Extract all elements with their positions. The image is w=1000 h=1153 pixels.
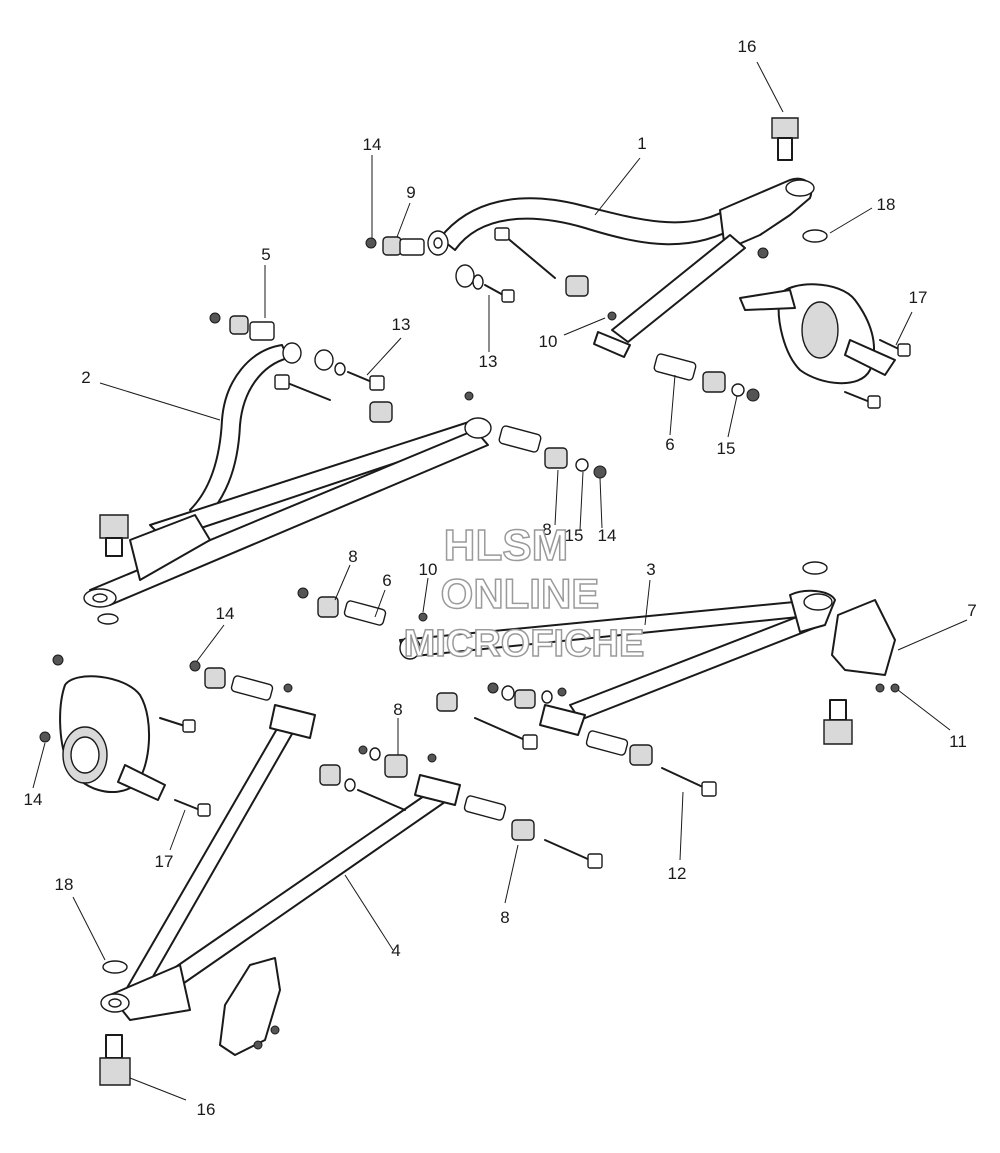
retaining-ring-upper-left [97,613,119,625]
callout-14a: 14 [363,135,382,154]
hardware-group [39,227,911,1050]
watermark-line-1: HLSM [444,521,569,570]
a-arm-lower-right [399,589,836,736]
callout-7: 7 [967,601,976,620]
callout-10b: 10 [419,560,438,579]
callout-13a: 13 [392,315,411,334]
callout-9: 9 [406,183,415,202]
callout-8b: 8 [348,547,357,566]
watermark-line-2: ONLINE [441,570,600,617]
callout-16a: 16 [738,37,757,56]
callout-16b: 16 [197,1100,216,1119]
retaining-ring-left [102,960,128,974]
callout-5: 5 [261,245,270,264]
a-arm-upper-left [83,342,492,608]
callout-15b: 15 [717,439,736,458]
callout-13b: 13 [479,352,498,371]
retaining-ring-right [802,229,828,243]
steering-knuckle-left [59,675,166,801]
callout-6b: 6 [382,571,391,590]
callout-14c: 14 [216,604,235,623]
callout-labels: 1 2 3 4 5 6 6 7 8 8 8 8 9 10 10 11 12 13… [24,37,977,1119]
callout-8a: 8 [542,520,551,539]
callout-1: 1 [637,134,646,153]
guard-plate-right [831,599,896,676]
callout-11: 11 [949,732,967,751]
ball-joint-bottom [99,1034,131,1086]
callout-17a: 17 [909,288,928,307]
ball-joint-right-lower [823,699,853,745]
ball-joint-top [771,117,799,161]
callout-8d: 8 [500,908,509,927]
callout-15a: 15 [565,526,584,545]
callout-17b: 17 [155,852,174,871]
a-arm-lower-left [100,704,461,1021]
callout-14b: 14 [598,526,617,545]
callout-6a: 6 [665,435,674,454]
callout-3: 3 [646,560,655,579]
callout-2: 2 [81,368,90,387]
guard-plate-left [219,957,281,1056]
callout-10a: 10 [539,332,558,351]
callout-18b: 18 [55,875,74,894]
callout-12: 12 [668,864,687,883]
callout-4: 4 [391,941,400,960]
ball-joint-left-upper [99,514,129,557]
retaining-ring-mid [802,561,828,575]
callout-14d: 14 [24,790,43,809]
callout-8c: 8 [393,700,402,719]
watermark: HLSM ONLINE MICROFICHE [403,520,645,666]
leader-lines [32,61,968,1101]
steering-knuckle-right [739,283,896,385]
callout-18a: 18 [877,195,896,214]
watermark-line-3: MICROFICHE [404,623,645,665]
a-arm-upper-right [427,177,815,358]
